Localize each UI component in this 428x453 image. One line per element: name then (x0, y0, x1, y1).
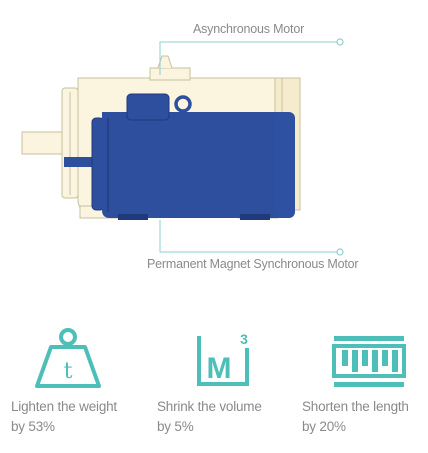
callout-async-dot (336, 38, 344, 46)
pmsm-terminal-box (126, 93, 170, 121)
benefit-volume-line2: by 5% (157, 419, 194, 434)
pmsm-label: Permanent Magnet Synchronous Motor (147, 257, 359, 271)
benefit-weight-line1: Lighten the weight (11, 399, 117, 414)
volume-superscript: 3 (240, 331, 248, 347)
pmsm-lifting-eye (174, 95, 192, 113)
pmsm-shaft (64, 157, 98, 167)
benefit-length-line2: by 20% (302, 419, 346, 434)
benefit-weight: t Lighten the weight by 53% (11, 326, 123, 437)
callout-async-line (159, 38, 344, 75)
weight-icon: t (35, 328, 101, 388)
callout-pmsm-line (159, 220, 344, 256)
asynchronous-motor-label: Asynchronous Motor (193, 22, 305, 36)
async-shaft (21, 131, 69, 155)
pmsm-foot-rear (240, 214, 270, 220)
volume-icon: M 3 (197, 331, 249, 386)
pmsm-foot-front (118, 214, 148, 220)
pmsm-illustration (64, 93, 295, 220)
weight-glyph: t (64, 359, 73, 384)
benefit-weight-line2: by 53% (11, 419, 55, 434)
benefit-volume-line1: Shrink the volume (157, 399, 262, 414)
pmsm-rear-cap (275, 112, 295, 218)
pmsm-body (102, 112, 295, 218)
benefit-volume: M 3 Shrink the volume by 5% (157, 326, 269, 437)
async-top-boss (149, 67, 191, 81)
callout-pmsm-dot (336, 248, 344, 256)
length-icon (332, 336, 406, 387)
benefit-length: Shorten the length by 20% (302, 326, 412, 437)
motor-comparison-diagram (21, 38, 344, 256)
volume-glyph: M (207, 352, 232, 385)
benefit-length-line1: Shorten the length (302, 399, 409, 414)
